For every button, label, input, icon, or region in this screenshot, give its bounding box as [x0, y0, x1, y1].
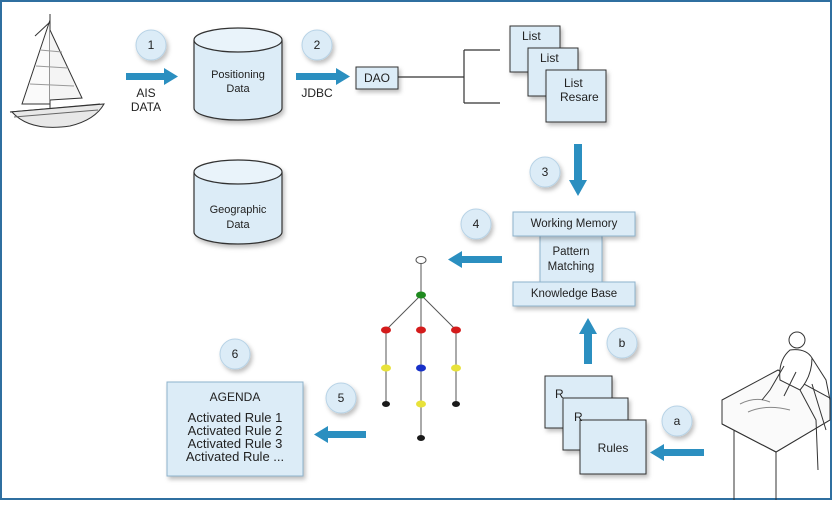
step-3-label: 3	[541, 165, 549, 179]
network-node	[382, 401, 390, 407]
person-at-table-icon	[721, 331, 831, 500]
pattern-label-2: Matching	[547, 261, 595, 273]
rete-network-icon	[381, 256, 461, 441]
arrow-positioning-to-dao	[296, 68, 350, 85]
step-badge-6	[219, 338, 251, 370]
arrow-list-to-working-memory	[569, 144, 587, 196]
rules-documents	[544, 375, 647, 475]
sailing-ship-icon	[9, 14, 105, 128]
network-node	[416, 326, 426, 334]
network-node	[416, 400, 426, 408]
arrow-engine-to-network	[448, 251, 502, 268]
network-node	[417, 435, 425, 441]
step-badge-a	[661, 405, 693, 437]
rule-engine-stack	[512, 211, 636, 307]
knowledge-base-box	[512, 281, 636, 307]
ais-data-label: DATA	[130, 100, 162, 114]
network-node	[416, 291, 426, 299]
network-node	[416, 364, 426, 372]
geographic-label-2: Data	[226, 219, 250, 231]
step-badge-2	[301, 29, 333, 61]
agenda-item: Activated Rule ...	[185, 449, 285, 464]
positioning-label-2: Data	[226, 83, 250, 95]
step-a-label: a	[673, 414, 681, 428]
agenda-item: Activated Rule 2	[187, 423, 283, 438]
step-b-label: b	[618, 336, 626, 350]
step-5-label: 5	[337, 391, 345, 405]
list-label-2: List	[540, 51, 559, 65]
jdbc-label: JDBC	[301, 86, 333, 100]
step-1-label: 1	[147, 38, 155, 52]
dao-list-connector	[398, 49, 500, 104]
rules-label-r2: R	[574, 410, 583, 424]
network-node	[415, 256, 427, 264]
arrow-network-to-agenda	[314, 426, 366, 443]
agenda-box	[166, 381, 304, 477]
rules-document-3	[579, 419, 647, 475]
arrow-ais-to-positioning	[126, 68, 178, 85]
step-2-label: 2	[313, 38, 321, 52]
step-badge-5	[325, 382, 357, 414]
knowledge-base-label: Knowledge Base	[530, 288, 618, 300]
step-6-label: 6	[231, 347, 239, 361]
step-badge-3	[529, 156, 561, 188]
step-4-label: 4	[472, 217, 480, 231]
network-node	[452, 401, 460, 407]
list-label-1: List	[522, 29, 541, 43]
step-badge-b	[606, 327, 638, 359]
pattern-matching-box	[539, 235, 603, 283]
geographic-label-1: Geographic	[209, 204, 267, 216]
agenda-title: AGENDA	[209, 390, 261, 404]
working-memory-label: Working Memory	[530, 218, 618, 230]
pattern-label-1: Pattern	[552, 246, 590, 258]
agenda-item: Activated Rule 1	[187, 410, 283, 425]
dao-box	[355, 66, 399, 90]
ais-label: AIS	[136, 86, 156, 100]
rules-label-r1: R	[555, 387, 564, 401]
arrow-person-to-rules	[650, 444, 704, 461]
agenda-item: Activated Rule 3	[187, 436, 283, 451]
list-documents	[509, 25, 607, 123]
dao-label: DAO	[363, 71, 390, 85]
network-node	[451, 364, 461, 372]
positioning-data-cylinder	[193, 27, 283, 121]
network-node	[451, 326, 461, 334]
network-node	[381, 364, 391, 372]
positioning-label-1: Positioning	[211, 69, 265, 81]
step-badge-1	[135, 29, 167, 61]
list-label-3: List	[564, 76, 583, 90]
network-node	[381, 326, 391, 334]
geographic-data-cylinder	[193, 159, 283, 245]
step-badge-4	[460, 208, 492, 240]
rules-label: Rules	[597, 441, 629, 455]
arrow-rules-to-knowledge-base	[579, 318, 597, 364]
list-document-3	[545, 69, 607, 123]
list-resare-label: Resare	[560, 90, 599, 104]
working-memory-box	[512, 211, 636, 237]
